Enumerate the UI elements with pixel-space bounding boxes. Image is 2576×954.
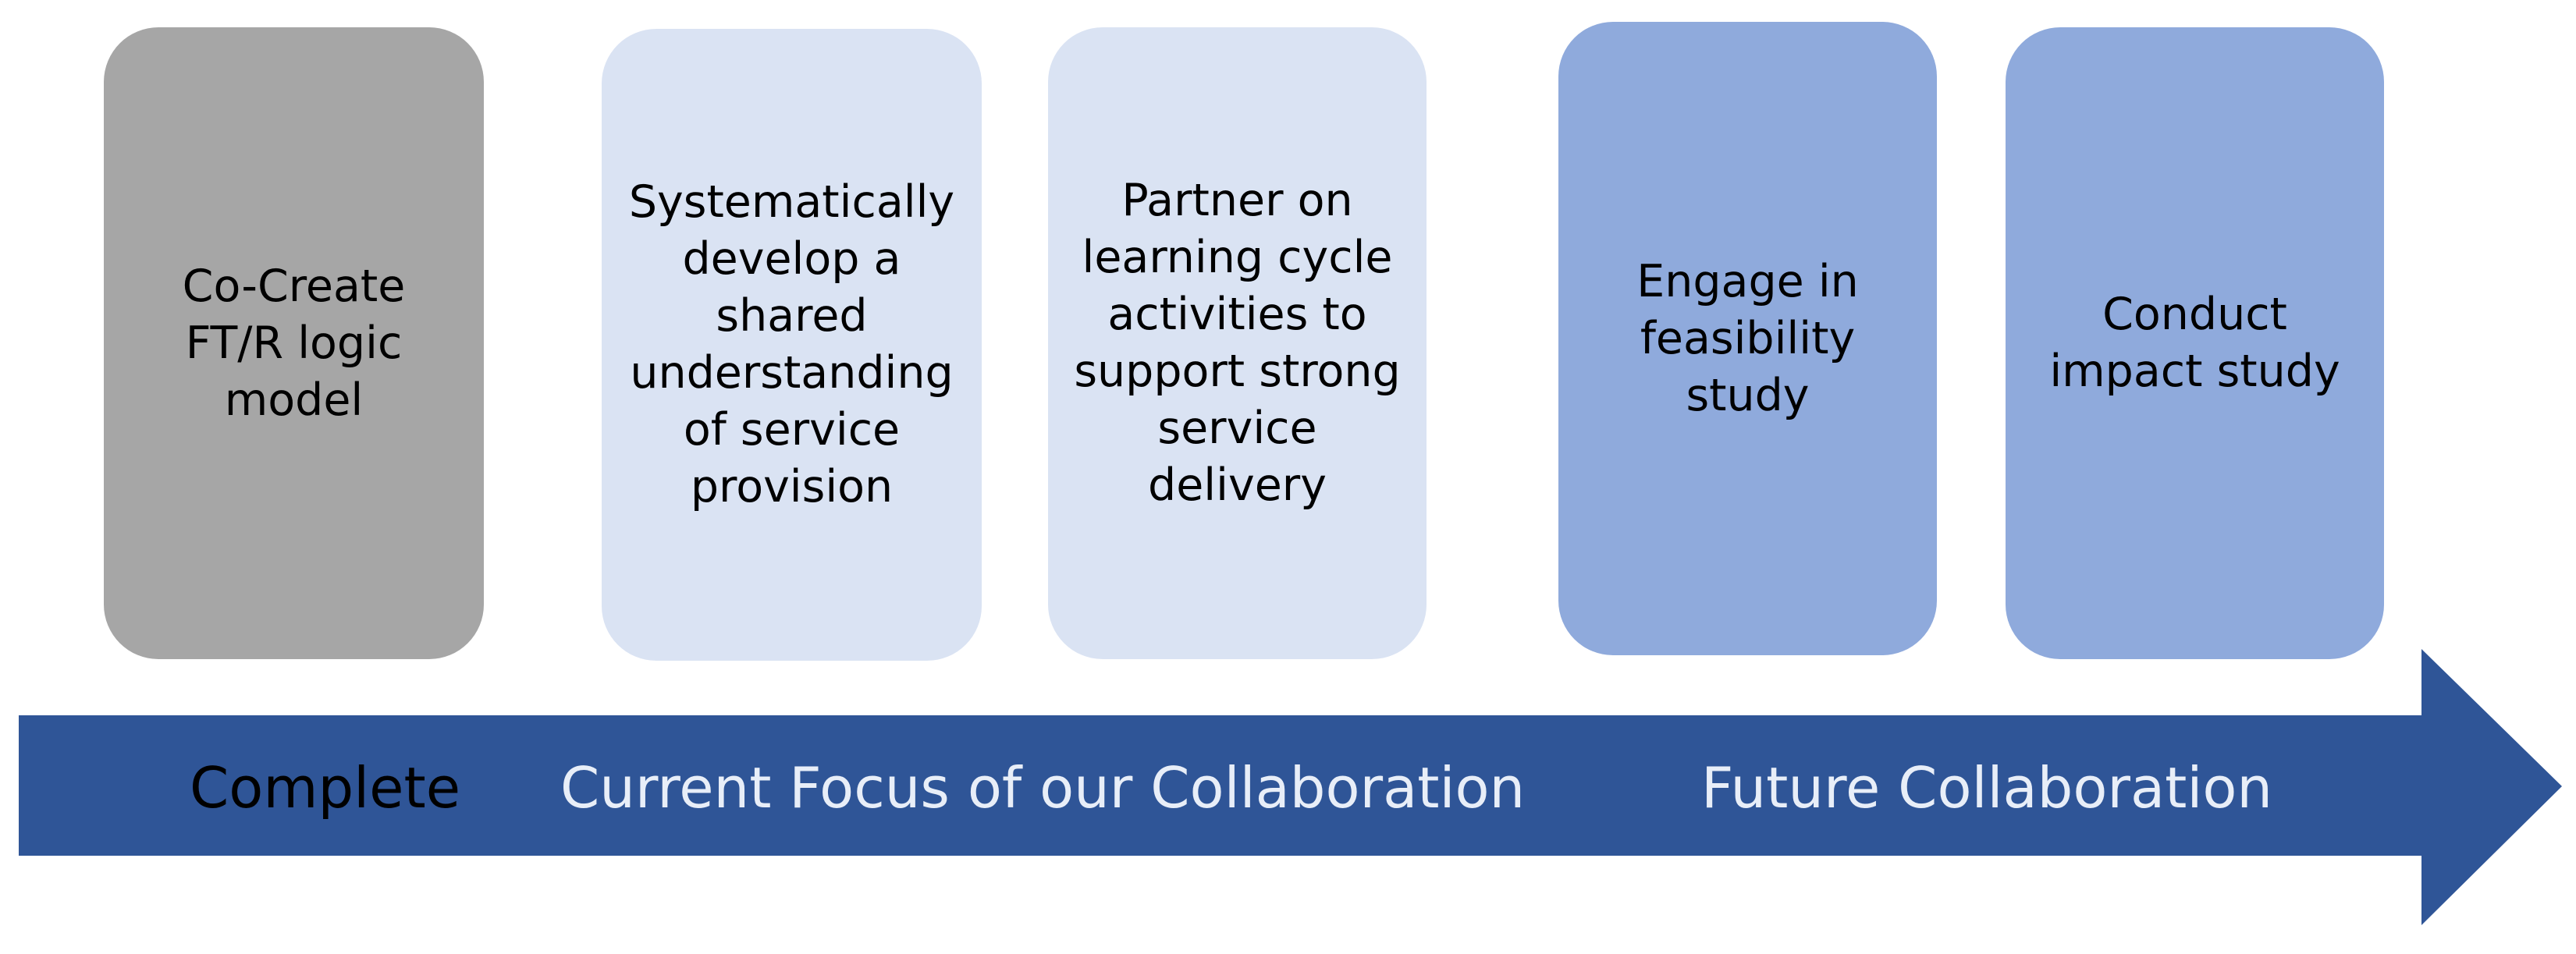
timeline-arrow-shape <box>19 649 2562 925</box>
step-box-co-create: Co-Create FT/R logic model <box>104 27 484 659</box>
phase-label-complete: Complete <box>190 755 460 821</box>
step-box-partner-learning-cycle: Partner on learning cycle activities to … <box>1048 27 1427 659</box>
step-box-feasibility-study-text: Engage in feasibility study <box>1636 255 1859 421</box>
step-box-systematically-develop: Systematically develop a shared understa… <box>602 29 982 661</box>
step-box-co-create-text: Co-Create FT/R logic model <box>182 260 406 426</box>
phase-label-future-collaboration: Future Collaboration <box>1701 755 2273 821</box>
step-box-impact-study: Conduct impact study <box>2006 27 2384 659</box>
step-box-impact-study-text: Conduct impact study <box>2049 289 2340 397</box>
phase-label-current-focus: Current Focus of our Collaboration <box>560 755 1526 821</box>
step-box-systematically-develop-text: Systematically develop a shared understa… <box>628 176 955 512</box>
step-box-partner-learning-cycle-text: Partner on learning cycle activities to … <box>1074 175 1401 511</box>
step-box-feasibility-study: Engage in feasibility study <box>1558 22 1937 655</box>
